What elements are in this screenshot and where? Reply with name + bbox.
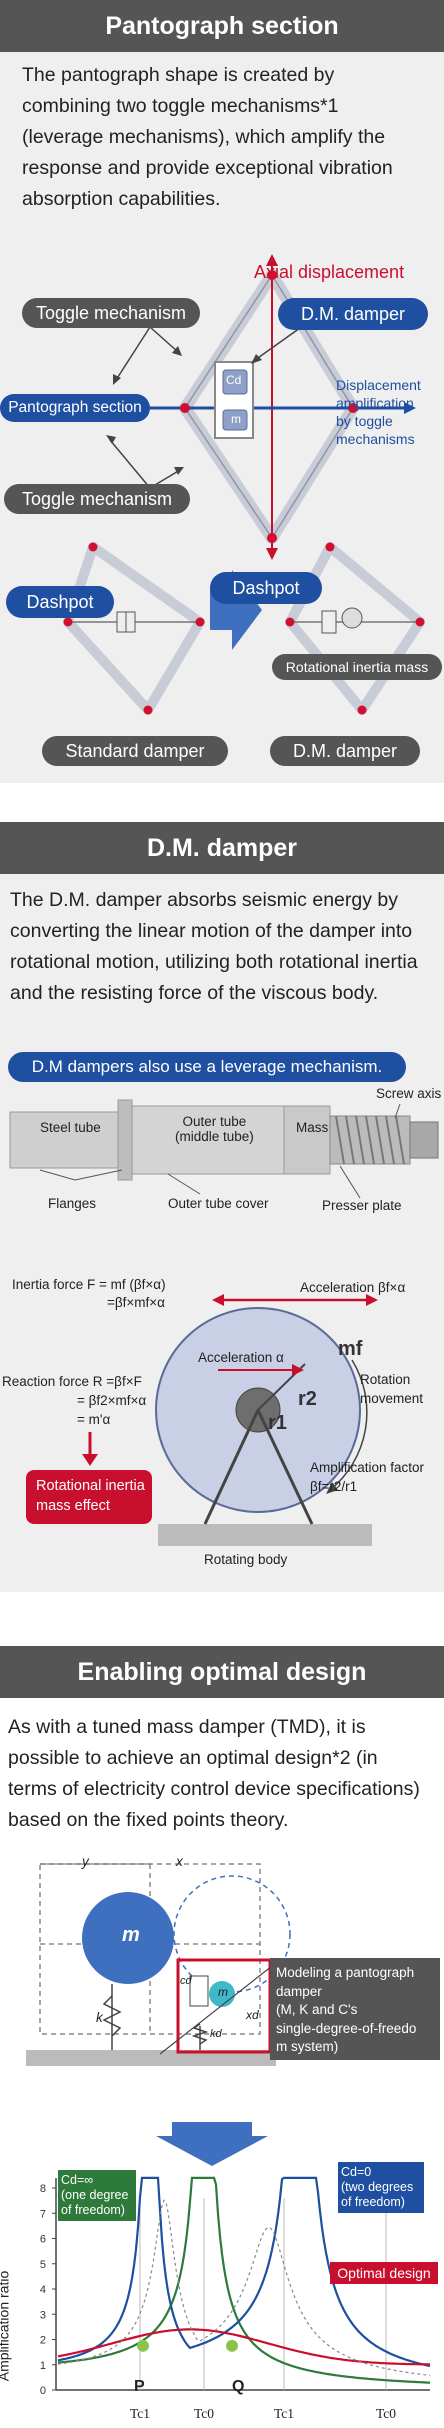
cd-label: Cd <box>226 373 242 387</box>
cd-infinite-curve <box>57 2176 431 2384</box>
x-label: x <box>176 1854 183 1869</box>
mf-label: mf <box>338 1338 363 1360</box>
acceleration-alpha-label: Acceleration α <box>198 1350 284 1365</box>
optimal-design-label: Optimal design <box>330 2262 438 2284</box>
r2-label: r2 <box>298 1388 317 1410</box>
steel-tube-label: Steel tube <box>40 1120 101 1135</box>
dm-damper-body <box>214 361 254 439</box>
joints <box>180 270 358 543</box>
mass-m-label: m <box>122 1924 140 1946</box>
presser-plate-label: Presser plate <box>322 1198 402 1213</box>
cd-small-label: cd <box>180 1975 192 1987</box>
leverage-banner: D.M dampers also use a leverage mechanis… <box>8 1052 406 1082</box>
standard-damper-label: Standard damper <box>42 736 228 766</box>
ytick-label: 1 <box>40 2360 46 2372</box>
ytick-label: 6 <box>40 2234 46 2246</box>
axial-displacement-label: Axial displacement <box>254 262 405 282</box>
dm-damper-bottom-label: D.M. damper <box>270 736 420 766</box>
ytick-label: 5 <box>40 2259 46 2271</box>
ytick-label: 3 <box>40 2309 46 2321</box>
dashpot-left-label: Dashpot <box>6 586 114 618</box>
ytick-label: 4 <box>40 2284 46 2296</box>
dm-damper-tube-diagram <box>9 1099 439 1199</box>
xtick-1: Tc1 <box>130 2406 151 2421</box>
down-arrow-icon <box>156 2122 268 2166</box>
xtick-3: Tc1 <box>274 2406 295 2421</box>
dashpot-right-label: Dashpot <box>210 572 322 604</box>
pantograph-diagram <box>63 254 425 715</box>
cd-infinite-label: Cd=∞ (one degree of freedom) <box>58 2170 136 2221</box>
rotation-movement-label: Rotation movement <box>360 1372 424 1406</box>
sdof-model-diagram <box>26 1863 291 2066</box>
k-label: k <box>96 2010 103 2025</box>
ytick-label: 7 <box>40 2208 46 2220</box>
inertia-force-label: Inertia force F = mf (βf×α) =βf×mf×α <box>12 1277 166 1310</box>
standard-damper-diagram <box>63 542 205 715</box>
cd-zero-label: Cd=0 (two degrees of freedom) <box>338 2162 424 2213</box>
xtick-4: Tc0 <box>376 2406 397 2421</box>
xd-label: xd <box>246 2008 259 2022</box>
flanges-label: Flanges <box>48 1196 97 1211</box>
pantograph-section-label: Pantograph section <box>0 394 150 422</box>
ytick-label: 0 <box>40 2385 46 2397</box>
m-label: m <box>231 412 241 426</box>
optimal-design-paragraph: As with a tuned mass damper (TMD), it is… <box>8 1716 420 1831</box>
fixed-point-marker <box>137 2339 149 2352</box>
outer-tube-cover-label: Outer tube cover <box>168 1196 269 1211</box>
graph-ylabel: Amplification ratio <box>0 2270 12 2382</box>
ytick-label: 8 <box>40 2183 46 2195</box>
intermediate-curve <box>57 2199 431 2376</box>
point-q-label: Q <box>232 2378 245 2395</box>
fixed-point-marker <box>226 2339 238 2352</box>
modeling-note-box: Modeling a pantograph damper (M, K and C… <box>270 1958 440 2060</box>
dm-damper-paragraph: The D.M. damper absorbs seismic energy b… <box>10 889 418 1004</box>
point-p-label: P <box>134 2378 145 2395</box>
y-label: y <box>82 1854 89 1869</box>
cd-zero-curve <box>57 2176 431 2368</box>
amplification-factor-label: Amplification factor βf=r2/r1 <box>310 1460 425 1494</box>
xtick-2: Tc0 <box>194 2406 215 2421</box>
rotating-body-diagram <box>82 1294 378 1546</box>
toggle-mechanism-top-label: Toggle mechanism <box>22 298 200 328</box>
rotational-inertia-mass-label: Rotational inertia mass <box>272 654 442 680</box>
dm-damper-diagram <box>285 542 425 715</box>
toggle-mechanism-bottom-label: Toggle mechanism <box>4 484 190 514</box>
amplification-graph: 0 1 2 3 4 5 6 7 8 <box>40 2176 431 2397</box>
mass-m-small-label: m <box>218 1985 228 1999</box>
kd-label: kd <box>210 2028 222 2040</box>
ytick-label: 2 <box>40 2335 46 2347</box>
outer-tube-label: Outer tube (middle tube) <box>175 1114 254 1144</box>
mass-label: Mass <box>296 1120 329 1135</box>
screw-axis-label: Screw axis <box>376 1086 442 1101</box>
reaction-force-label: Reaction force R =βf×F = βf2×mf×α = m'α <box>2 1374 147 1427</box>
section-title-pantograph: Pantograph section <box>0 0 444 52</box>
r1-label: r1 <box>268 1412 287 1434</box>
section-title-optimal-design: Enabling optimal design <box>0 1646 444 1698</box>
section-title-dm-damper: D.M. damper <box>0 822 444 874</box>
rotating-body-label: Rotating body <box>204 1552 288 1567</box>
pantograph-paragraph: The pantograph shape is created by combi… <box>22 64 393 210</box>
acceleration-top-label: Acceleration βf×α <box>300 1280 406 1295</box>
dm-damper-label: D.M. damper <box>278 298 428 330</box>
displacement-note: Displacement amplification by toggle mec… <box>336 377 421 447</box>
optimal-curve <box>57 2328 430 2366</box>
rotational-inertia-effect-box: Rotational inertia mass effect <box>26 1470 152 1524</box>
